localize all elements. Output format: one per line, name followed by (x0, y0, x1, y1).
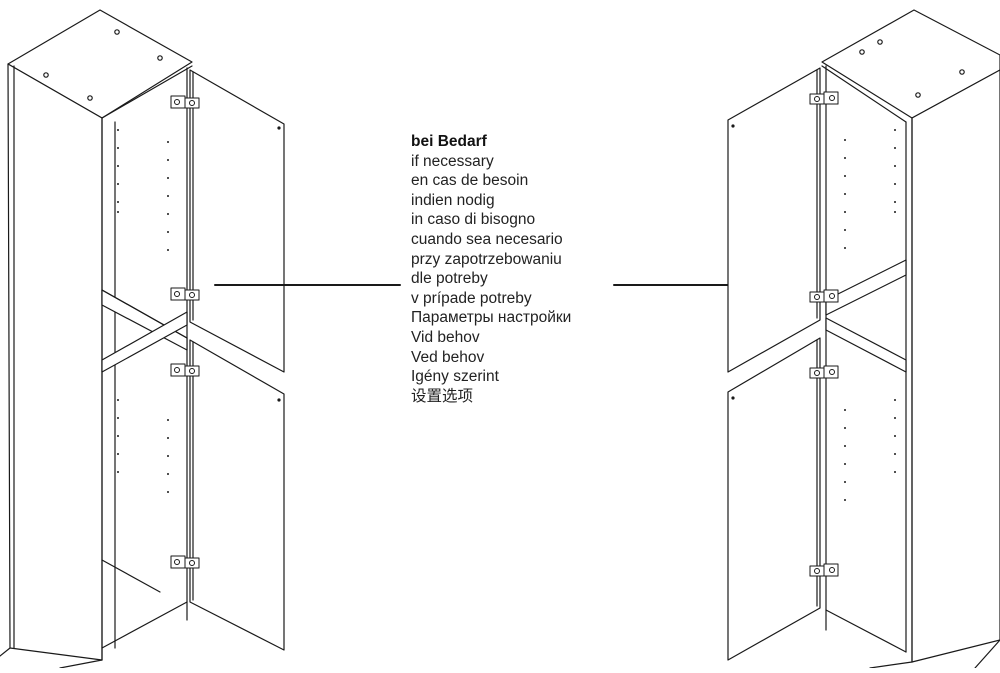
right-cabinet (727, 9, 1000, 669)
right-lower-door (727, 337, 821, 661)
left-upper-door (189, 69, 285, 373)
right-hinges (809, 91, 839, 577)
caption-line-nl: indien nodig (411, 191, 495, 209)
caption-line-cz: dle potreby (411, 270, 488, 288)
caption-line-en: if necessary (411, 152, 494, 170)
left-cabinet (0, 9, 285, 669)
caption-line-es: cuando sea necesario (411, 230, 563, 248)
left-cabinet-side (7, 63, 103, 661)
caption-line-sk: v prípade potreby (411, 289, 532, 307)
caption-line-cn: 设置选项 (411, 387, 474, 405)
caption-heading: bei Bedarf (411, 133, 487, 150)
caption-line-hu: Igény szerint (411, 368, 499, 386)
caption-line-it: in caso di bisogno (411, 211, 536, 229)
caption-line-ru: Параметры настройки (411, 309, 572, 327)
right-cabinet-side (911, 69, 1000, 663)
left-hinges (170, 95, 200, 569)
caption-line-fr: en cas de besoin (411, 172, 529, 190)
caption-line-dk: Ved behov (411, 348, 485, 366)
caption-line-pl: przy zapotrzebowaniu (411, 250, 562, 268)
caption-line-se: Vid behov (411, 328, 480, 346)
right-upper-door (727, 67, 821, 373)
multilingual-caption: bei Bedarf if necessary en cas de besoin… (411, 132, 641, 406)
left-lower-door (189, 339, 285, 651)
right-cabinet-top (821, 9, 1000, 119)
